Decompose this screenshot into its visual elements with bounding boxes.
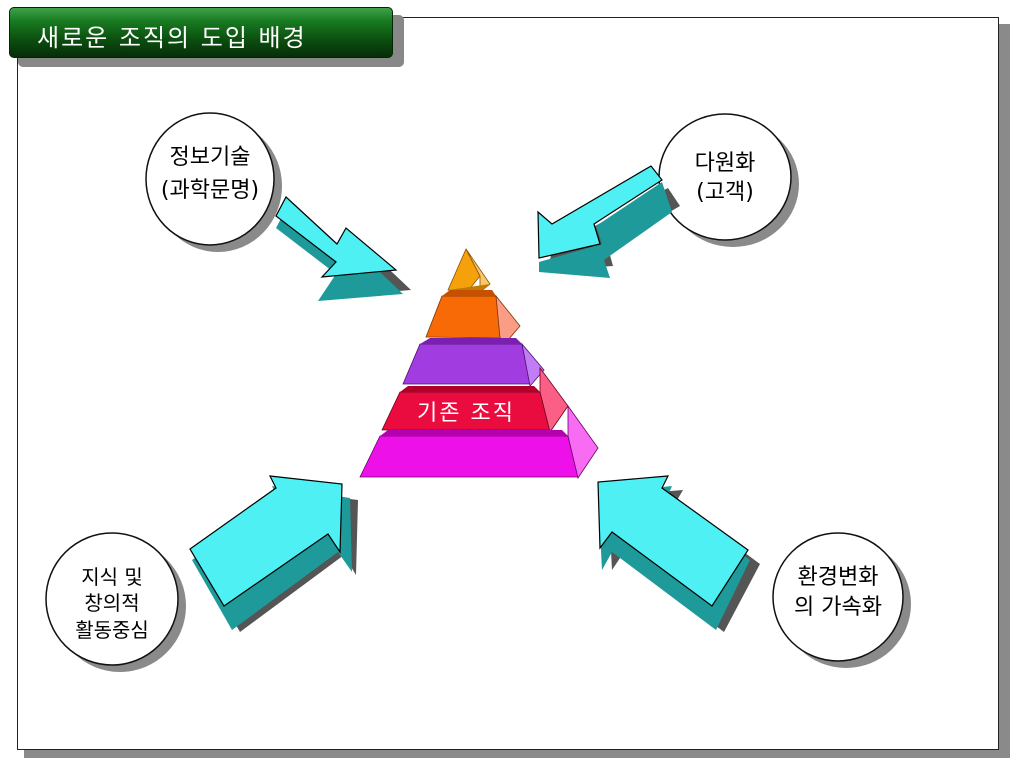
arrow-tl [275, 196, 411, 301]
pyramid-layer-2 [425, 295, 509, 339]
factor-br-line2: 의 가속화 [794, 595, 882, 620]
factor-bl-line2: 창의적 [84, 591, 139, 615]
factor-tr-line2: (고객) [696, 180, 754, 205]
center-label: 기존 조직 [417, 401, 515, 426]
factor-tl-line2: (과학문명) [161, 178, 259, 203]
pyramid-layer-1 [447, 248, 481, 292]
arrow-tr [537, 165, 680, 278]
pyramid-layer-5 [359, 435, 579, 478]
factor-br-line1: 환경변화 [798, 565, 879, 590]
factor-tr-line1: 다원화 [695, 151, 756, 176]
factor-bl-line1: 지식 및 [81, 565, 143, 589]
arrow-br [597, 475, 760, 632]
factor-circle-br: 환경변화 의 가속화 [772, 532, 911, 668]
factor-circle-tr: 다원화 (고객) [658, 113, 799, 247]
pyramid-layer-3 [402, 343, 531, 385]
page-title: 새로운 조직의 도입 배경 [37, 24, 307, 52]
factor-tl-line1: 정보기술 [170, 145, 251, 170]
title-banner: 새로운 조직의 도입 배경 [9, 7, 393, 58]
arrow-bl [189, 475, 358, 632]
factor-bl-line3: 활동중심 [75, 618, 149, 642]
pyramid: 기존 조직 [359, 248, 599, 479]
factor-circle-tl: 정보기술 (과학문명) [145, 112, 282, 252]
factor-circle-bl: 지식 및 창의적 활동중심 [45, 532, 186, 672]
